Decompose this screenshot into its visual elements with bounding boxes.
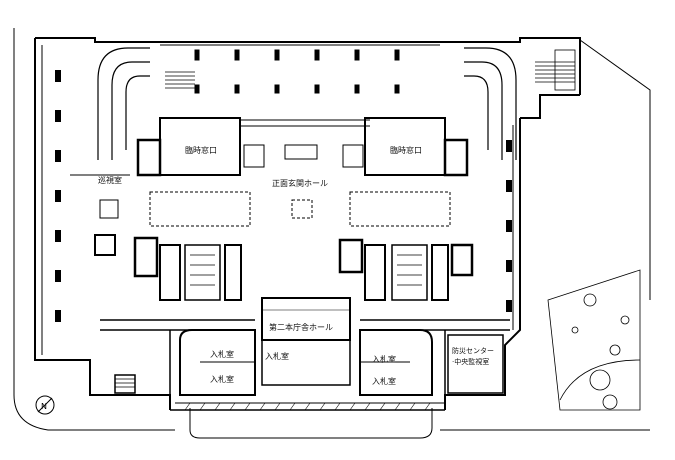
bid-rooms-left — [179, 329, 256, 396]
site-boundary — [13, 28, 651, 439]
central-monitoring-label: ·中央監視室 — [452, 357, 489, 366]
upper-colonnade — [160, 44, 440, 127]
temp-counter-left-room — [136, 117, 265, 177]
bid-room-label-3: 入札室 — [210, 374, 234, 384]
stairs-lower-left — [114, 374, 136, 394]
bid-room-label-1: 入札室 — [210, 349, 234, 359]
temp-counter-right-label: 臨時窓口 — [390, 145, 422, 155]
ramp-left — [97, 47, 150, 160]
stairs-top-left — [165, 71, 195, 89]
reception-room-label: 巡視室 — [98, 175, 122, 185]
second-building-hall-label: 第二本庁舎ホール — [269, 322, 333, 332]
bid-room-label-4: 入札室 — [372, 354, 396, 364]
second-hall-structure — [261, 297, 351, 386]
ramp-right — [464, 47, 517, 160]
left-office-block — [133, 236, 242, 301]
right-office-block — [338, 238, 474, 301]
wall-columns — [55, 70, 512, 322]
disaster-center-room — [447, 334, 504, 394]
temp-counter-left-label: 臨時窓口 — [185, 145, 217, 155]
temp-counter-right-room — [342, 117, 469, 177]
garden-right — [547, 269, 641, 411]
hatched-strip — [175, 402, 445, 411]
lobby-benches — [149, 191, 451, 227]
reception-area — [70, 174, 130, 256]
bid-room-label-2: 入札室 — [265, 351, 289, 361]
stairs-top-right — [535, 49, 576, 91]
outer-walls — [34, 37, 581, 411]
disaster-center-label: 防災センター — [452, 346, 494, 355]
bid-room-label-5: 入札室 — [372, 376, 396, 386]
svg-text:N: N — [41, 402, 47, 411]
north-compass-icon: N — [35, 395, 55, 415]
main-entrance-hall-label: 正面玄関ホール — [272, 178, 328, 188]
bid-rooms-right — [359, 329, 433, 396]
entrance-hall-desk — [284, 144, 318, 160]
